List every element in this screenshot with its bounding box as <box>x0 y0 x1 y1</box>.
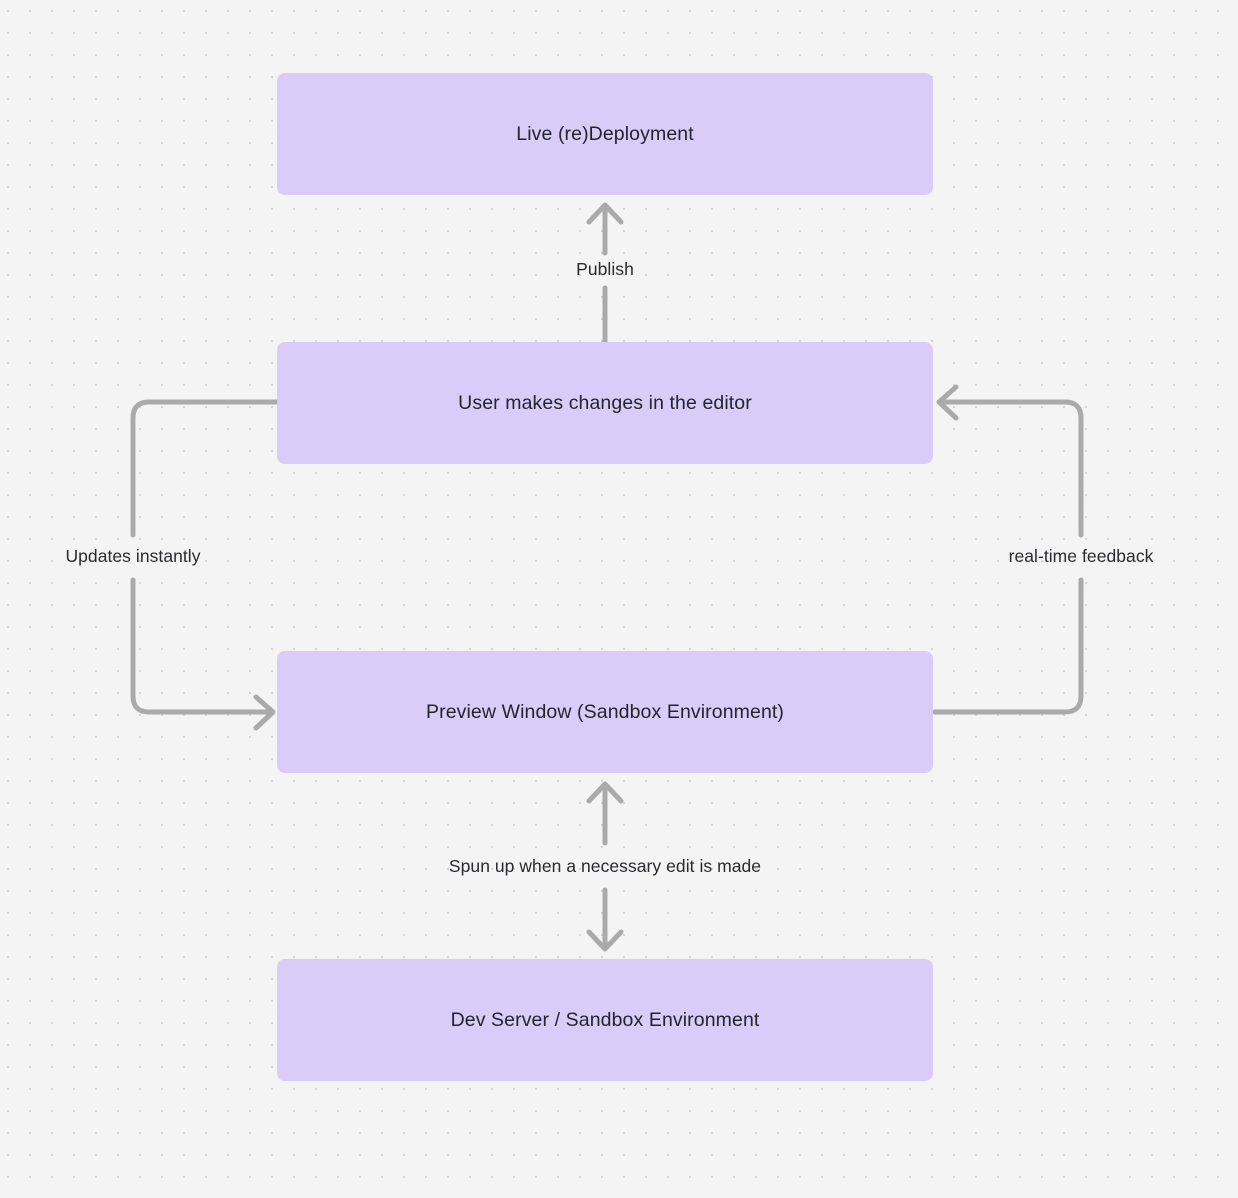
feedback-arrowhead-left <box>936 384 959 421</box>
spunup-arrowhead-up <box>586 781 624 804</box>
node-live-deployment-label: Live (re)Deployment <box>516 122 694 145</box>
edge-label-real-time-feedback: real-time feedback <box>1008 546 1154 566</box>
spunup-arrowhead-down <box>586 929 624 952</box>
updates-line-lower <box>130 577 273 715</box>
feedback-line-lower <box>932 577 1084 715</box>
node-dev-server[interactable]: Dev Server / Sandbox Environment <box>277 959 933 1081</box>
feedback-line-upper <box>939 399 1084 538</box>
updates-arrowhead-right <box>253 694 276 731</box>
edge-label-publish: Publish <box>576 259 634 279</box>
publish-arrowhead-up <box>586 202 624 225</box>
node-user-edits-label: User makes changes in the editor <box>458 391 752 414</box>
updates-line-upper <box>130 399 280 538</box>
node-dev-server-label: Dev Server / Sandbox Environment <box>450 1008 760 1031</box>
node-preview-window-label: Preview Window (Sandbox Environment) <box>426 700 784 723</box>
edge-label-updates-instantly: Updates instantly <box>65 546 201 566</box>
node-live-deployment[interactable]: Live (re)Deployment <box>277 73 933 195</box>
node-preview-window[interactable]: Preview Window (Sandbox Environment) <box>277 651 933 773</box>
node-user-edits[interactable]: User makes changes in the editor <box>277 342 933 464</box>
edge-label-spun-up: Spun up when a necessary edit is made <box>448 856 762 876</box>
